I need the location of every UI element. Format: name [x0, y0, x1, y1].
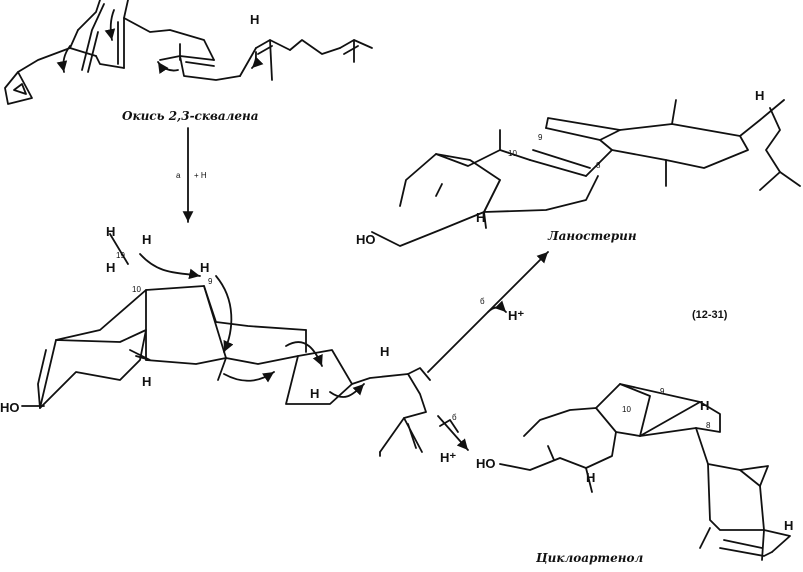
atom-h-plus-lanosterol: H⁺: [508, 308, 524, 323]
num-10-cycloartenol: 10: [622, 405, 631, 414]
arrow-step-b: [437, 415, 469, 451]
num-8-cycloartenol: 8: [706, 421, 711, 430]
step-a-label: a: [176, 171, 181, 180]
atom-h-c5-cycloartenol: H: [586, 470, 595, 485]
atom-h-c17-intermediate: H: [310, 386, 319, 401]
equation-number: (12-31): [692, 309, 728, 321]
num-9-cycloartenol: 9: [660, 387, 665, 396]
step-b2-label: б: [452, 413, 457, 422]
atom-h-c9-intermediate: H: [200, 260, 209, 275]
atom-h-side-cycloartenol: H: [784, 518, 793, 533]
label-squalene-oxide: Окись 2,3-сквалена: [122, 109, 259, 123]
atom-ho-intermediate: HO: [0, 400, 20, 415]
atom-h-squalene: H: [250, 12, 259, 27]
atom-ho-cycloartenol: HO: [476, 456, 496, 471]
num-10-intermediate: 10: [132, 285, 141, 294]
num-9-intermediate: 9: [208, 277, 213, 286]
atom-h-c5-intermediate: H: [142, 374, 151, 389]
atom-ho-lanosterol: HO: [356, 232, 376, 247]
atom-h-lanosterol-5: H: [476, 210, 485, 225]
step-b1-label: б: [480, 297, 485, 306]
step-a-plus-h: + H: [194, 171, 207, 180]
intermediate-structure: [21, 233, 431, 457]
cycloartenol-structure: [499, 383, 791, 561]
label-cycloartenol: Циклоартенол: [535, 551, 643, 565]
lanosterol-structure: [371, 99, 801, 247]
num-8-lanosterol: 8: [596, 161, 601, 170]
atom-h-c20-intermediate: H: [380, 344, 389, 359]
num-19-intermediate: 19: [116, 251, 125, 260]
atom-h-c19-c: H: [106, 260, 115, 275]
num-9-lanosterol: 9: [538, 133, 543, 142]
atom-h-plus-cycloartenol: H⁺: [440, 450, 456, 465]
atom-h-lanosterol-side: H: [755, 88, 764, 103]
label-lanosterol: Ланостерин: [547, 229, 637, 243]
atom-h-c8-cycloartenol: H: [700, 398, 709, 413]
atom-h-c19-b: H: [142, 232, 151, 247]
squalene-oxide-structure: [4, 0, 373, 105]
num-10-lanosterol: 10: [508, 149, 517, 158]
atom-h-c19-a: H: [106, 224, 115, 239]
